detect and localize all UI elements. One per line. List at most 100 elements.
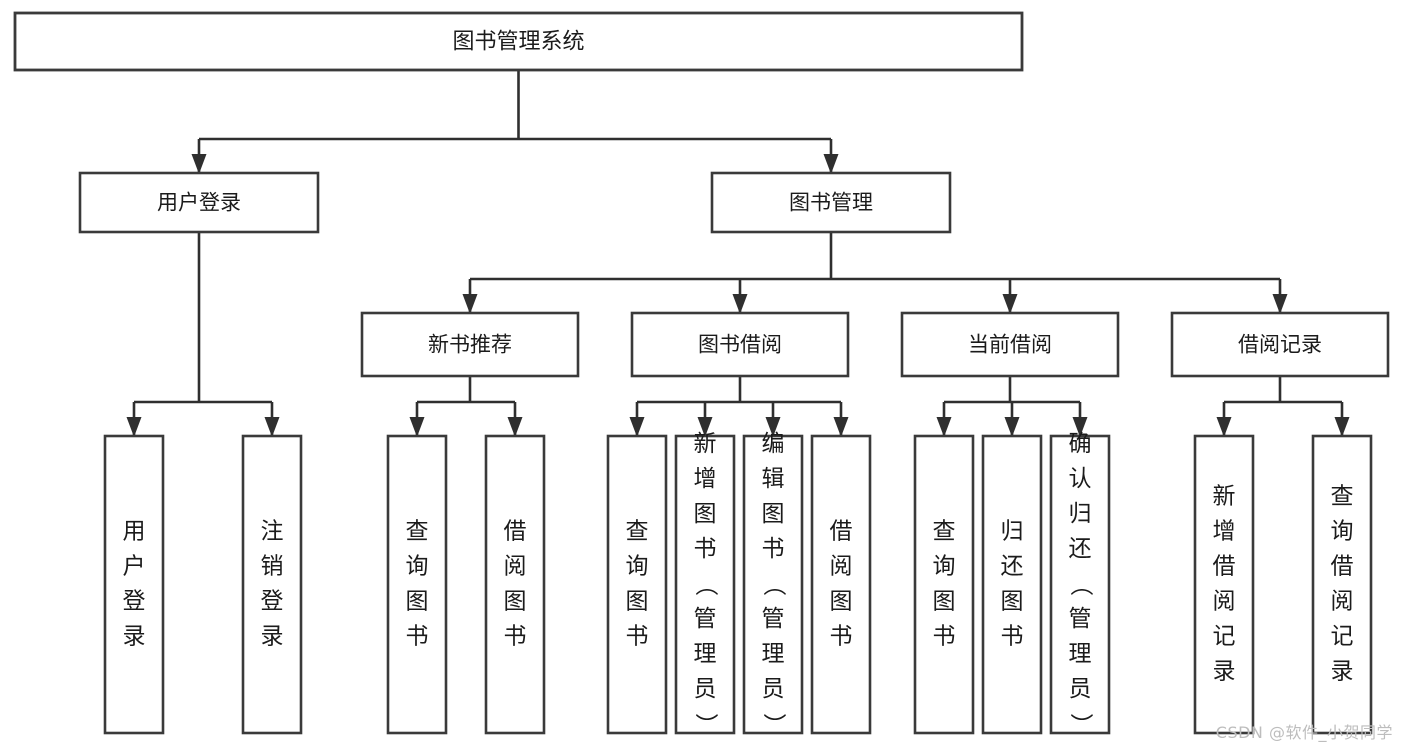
node-query-borrow-record[interactable] [1311,434,1373,735]
arrow-head-icon-book-management [823,154,839,174]
node-box-borrow-records[interactable] [1170,311,1390,378]
node-box-user-login-leaf[interactable] [103,434,165,735]
node-new-book-recommend[interactable] [360,311,580,378]
label-char: 图 [762,501,785,527]
node-box-user-logout-leaf[interactable] [241,434,303,735]
node-box-user-login[interactable] [78,171,320,234]
node-box-add-borrow-record[interactable] [1193,434,1255,735]
label-char: 记 [1213,624,1236,650]
node-edit-book-admin[interactable] [742,434,804,735]
node-box-edit-book-admin[interactable] [742,434,804,735]
node-label-book-borrow: 图书借阅 [698,333,782,357]
label-char: 用 [123,519,146,545]
node-label-borrow-records: 借阅记录 [1238,333,1322,357]
node-query-book-3[interactable] [913,434,975,735]
node-box-query-book-2[interactable] [606,434,668,735]
node-label-root: 图书管理系统 [452,30,584,55]
node-borrow-book-1[interactable] [484,434,546,735]
arrow-head-icon-user-login [191,154,207,174]
label-char: 理 [762,641,785,667]
node-return-book[interactable] [981,434,1043,735]
label-char: 还 [1069,536,1092,562]
label-char: 书 [626,624,649,650]
arrow-head-icon-query-book-3 [936,417,952,437]
node-root[interactable] [13,11,1024,72]
node-current-borrow[interactable] [900,311,1120,378]
node-query-book-1[interactable] [386,434,448,735]
arrow-head-icon-borrow-book-1 [507,417,523,437]
node-box-current-borrow[interactable] [900,311,1120,378]
label-char: 认 [1069,466,1092,492]
label-char: 书 [830,624,853,650]
node-box-add-book-admin[interactable] [674,434,736,735]
connector-layer [126,70,1350,437]
node-query-book-2[interactable] [606,434,668,735]
node-box-new-book-recommend[interactable] [360,311,580,378]
node-box-query-borrow-record[interactable] [1311,434,1373,735]
node-box-book-borrow[interactable] [630,311,850,378]
label-char: 图 [406,589,429,615]
node-box-root[interactable] [13,11,1024,72]
node-layer: 图书管理系统用户登录用户登录注销登录图书管理新书推荐查询图书借阅图书图书借阅查询… [13,11,1390,736]
node-borrow-book-2[interactable] [810,434,872,735]
label-char: 图 [626,589,649,615]
node-label-book-management: 图书管理 [789,191,873,215]
node-book-borrow[interactable] [630,311,850,378]
label-char: 图 [694,501,717,527]
node-box-query-book-1[interactable] [386,434,448,735]
node-box-borrow-book-2[interactable] [810,434,872,735]
label-char: 图 [830,589,853,615]
label-char: ） [1068,713,1094,736]
node-borrow-records[interactable] [1170,311,1390,378]
label-char: 归 [1069,501,1092,527]
node-box-query-book-3[interactable] [913,434,975,735]
node-label-new-book-recommend: 新书推荐 [428,333,512,357]
label-char: 询 [933,554,956,580]
arrow-head-icon-add-book-admin [697,417,713,437]
label-char: （ [1068,573,1094,596]
label-char: 理 [694,641,717,667]
label-char: 户 [123,554,146,580]
node-box-book-management[interactable] [710,171,952,234]
node-box-confirm-return-admin[interactable] [1049,434,1111,735]
arrow-head-icon-book-borrow [732,294,748,314]
node-book-management[interactable] [710,171,952,234]
label-char: 询 [1331,519,1354,545]
node-label-user-login-leaf: 用户登录 [123,519,146,650]
label-char: 查 [933,519,956,545]
watermark-text: CSDN @软件_小贺同学 [1215,723,1393,742]
node-add-book-admin[interactable] [674,434,736,735]
node-box-return-book[interactable] [981,434,1043,735]
label-char: 查 [626,519,649,545]
label-char: 图 [504,589,527,615]
label-char: 查 [1331,484,1354,510]
label-char: 录 [261,624,284,650]
node-user-login[interactable] [78,171,320,234]
arrow-head-icon-borrow-records [1272,294,1288,314]
node-confirm-return-admin[interactable] [1049,434,1111,735]
node-add-borrow-record[interactable] [1193,434,1255,735]
label-char: 注 [261,519,284,545]
node-user-login-leaf[interactable] [103,434,165,735]
label-char: 书 [406,624,429,650]
label-char: 归 [1001,519,1024,545]
arrow-head-icon-user-logout-leaf [264,417,280,437]
label-char: 图 [933,589,956,615]
node-label-current-borrow: 当前借阅 [968,333,1052,357]
node-user-logout-leaf[interactable] [241,434,303,735]
node-box-borrow-book-1[interactable] [484,434,546,735]
label-char: 书 [1001,624,1024,650]
label-char: 辑 [762,466,785,492]
label-char: 询 [406,554,429,580]
label-char: 借 [1331,554,1354,580]
label-char: 借 [504,519,527,545]
